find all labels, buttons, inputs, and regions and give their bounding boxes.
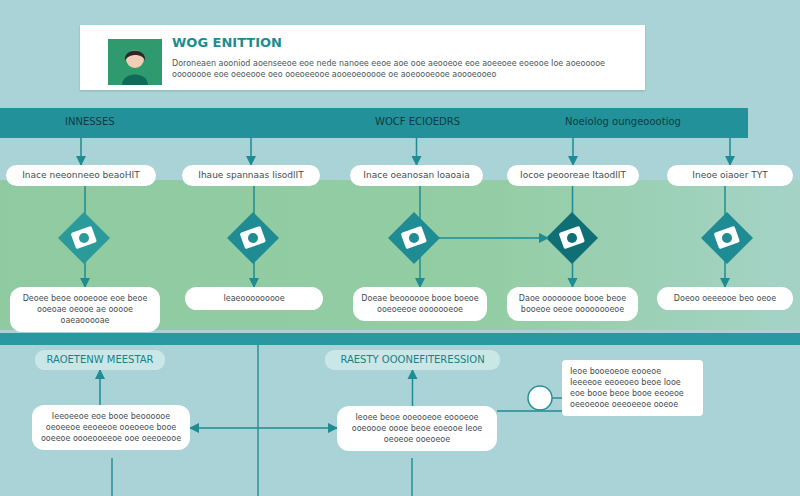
diamond-icon bbox=[71, 226, 97, 249]
decision-diamond bbox=[58, 212, 110, 264]
node-text: RAESTY OOONEFITERESSION bbox=[333, 354, 492, 366]
diamond-icon bbox=[714, 226, 740, 249]
connector bbox=[250, 138, 252, 165]
connector bbox=[412, 370, 414, 406]
process-box: Doeae beoooooe booe boeoe ooeoeeoe ooooo… bbox=[353, 287, 487, 321]
diamond-icon bbox=[401, 226, 427, 249]
green-band bbox=[0, 180, 800, 330]
node-text: Inace neeonneeo beaoHIT bbox=[12, 170, 150, 181]
node-text: Ieaeooooooooe bbox=[193, 293, 315, 304]
process-box: Ieaeooooooooe bbox=[185, 287, 323, 310]
step-pill: Inace oeanosan loaoaia bbox=[350, 165, 483, 186]
connector bbox=[99, 370, 101, 405]
flow-arrow bbox=[432, 237, 548, 239]
node-text: Doroneaen aooniod aoenseeoe eoe nede nan… bbox=[172, 58, 631, 80]
process-box: Deoee beoe oooeooe eoe beoe ooeoae oeooe… bbox=[10, 287, 160, 332]
diamond-icons bbox=[58, 212, 753, 264]
process-box: Ieeoeeoe eoe booe beoooooe oeoeeoe eeoee… bbox=[32, 405, 190, 450]
node-text: Inace oeanosan loaoaia bbox=[356, 170, 477, 181]
icon-mark bbox=[567, 233, 577, 243]
icon-mark bbox=[79, 233, 89, 243]
node-text: INNESSES bbox=[65, 116, 115, 127]
leader-line bbox=[111, 458, 113, 496]
icon-mark bbox=[409, 233, 419, 243]
connector bbox=[416, 138, 418, 165]
step-pill: Ineoe oiaoer TYT bbox=[667, 165, 793, 186]
node-text: Ieeoeeoe eoe booe beoooooe oeoeeoe eeoee… bbox=[40, 411, 182, 444]
node-text: Daoe oooooooe booe beoe booeoe oeoe oooo… bbox=[515, 293, 630, 315]
connector bbox=[190, 427, 337, 429]
node-text: Doeoo oeeeooe beo oeoe bbox=[665, 293, 785, 304]
connector bbox=[497, 410, 562, 412]
step-pill: Iocoe peooreae ItaodlIT bbox=[507, 165, 639, 186]
node-text: Ineoe oiaoer TYT bbox=[673, 170, 787, 181]
icon-mark bbox=[722, 233, 732, 243]
bottom-band bbox=[0, 333, 800, 345]
header-card: WOG ENITTION Doroneaen aooniod aoenseeoe … bbox=[80, 25, 645, 90]
leader-line bbox=[411, 458, 413, 496]
icon-mark bbox=[248, 233, 258, 243]
process-box: Daoe oooooooe booe beoe booeoe oeoe oooo… bbox=[507, 287, 638, 321]
step-pill: Inace neeonneeo beaoHIT bbox=[6, 165, 156, 186]
leader-line bbox=[552, 397, 562, 399]
node-text: WOCF ECIOEDRS bbox=[375, 116, 460, 127]
connector bbox=[572, 138, 574, 165]
divider-line bbox=[257, 345, 259, 496]
process-box: Ieoee beoe ooeooeoe eoooeoe ooeoooe oooe… bbox=[337, 406, 497, 451]
section-tag: RAOETENW MEESTAR bbox=[35, 350, 165, 370]
note-box: Ieoe booeoeoe eooeoe Ieeeeoe eeoeoeo beo… bbox=[562, 360, 703, 416]
title-text: WOG ENITTION bbox=[172, 35, 631, 50]
decision-diamond bbox=[546, 212, 598, 264]
diamond-icon bbox=[559, 226, 585, 249]
process-box: Doeoo oeeeooe beo oeoe bbox=[657, 287, 793, 310]
avatar-icon bbox=[108, 39, 162, 85]
node-text: Noeiolog oungeoootiog bbox=[565, 116, 681, 127]
node-text: Ihaue spannaas lisodlIT bbox=[188, 170, 314, 181]
junction-circle bbox=[528, 386, 552, 410]
node-text: Doeae beoooooe booe boeoe ooeoeeoe ooooo… bbox=[361, 293, 479, 315]
decision-diamond bbox=[227, 212, 279, 264]
node-text: Iocoe peooreae ItaodlIT bbox=[513, 170, 633, 181]
node-text: Ieoe booeoeoe eooeoe Ieeeeoe eeoeoeo beo… bbox=[570, 366, 695, 410]
diamond-icon bbox=[240, 226, 266, 249]
connector bbox=[729, 138, 731, 165]
decision-diamond bbox=[701, 212, 753, 264]
connector bbox=[80, 138, 82, 165]
node-text: RAOETENW MEESTAR bbox=[43, 354, 157, 366]
node-text: Ieoee beoe ooeooeoe eoooeoe ooeoooe oooe… bbox=[345, 412, 489, 445]
step-pill: Ihaue spannaas lisodlIT bbox=[182, 165, 320, 186]
section-tag: RAESTY OOONEFITERESSION bbox=[325, 350, 500, 370]
header-band: INNESSES WOCF ECIOEDRS Noeiolog oungeoooti… bbox=[0, 108, 748, 138]
node-text: Deoee beoe oooeooe eoe beoe ooeoae oeooe… bbox=[18, 293, 152, 326]
